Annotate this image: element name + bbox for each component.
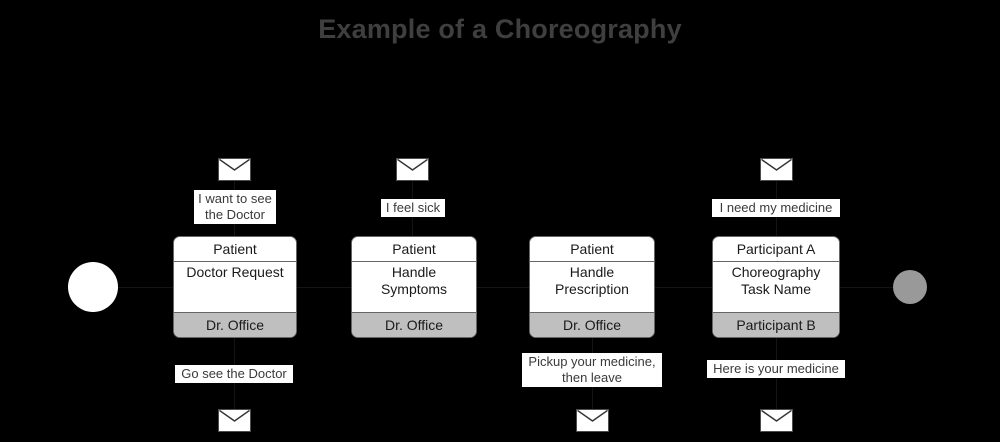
- envelope-icon[interactable]: [218, 409, 251, 432]
- task-name: Doctor Request: [186, 264, 284, 280]
- message-label-bottom-1: Go see the Doctor: [175, 365, 293, 383]
- task-name: Handle Prescription: [555, 264, 629, 297]
- message-label-top-3: I need my medicine: [712, 199, 840, 217]
- envelope-icon[interactable]: [760, 158, 793, 181]
- end-event[interactable]: [893, 270, 927, 304]
- task-body: Handle Symptoms: [352, 262, 476, 312]
- task-name: Choreography Task Name: [731, 264, 821, 297]
- task-body: Choreography Task Name: [713, 262, 839, 312]
- sequence-flow-task2-to-task3: [477, 287, 529, 288]
- task-bottom-participant: Dr. Office: [174, 312, 296, 337]
- sequence-flow-start-to-task1: [118, 287, 173, 288]
- task-top-participant: Patient: [530, 237, 654, 262]
- task-body: Doctor Request: [174, 262, 296, 312]
- choreography-task[interactable]: Patient Doctor Request Dr. Office: [173, 236, 297, 338]
- sequence-flow-task1-to-task2: [297, 287, 351, 288]
- message-label-top-2: I feel sick: [381, 199, 445, 217]
- sequence-flow-task4-to-end: [840, 287, 893, 288]
- envelope-icon[interactable]: [576, 409, 609, 432]
- task-top-participant: Patient: [352, 237, 476, 262]
- message-label-top-1: I want to see the Doctor: [194, 190, 276, 224]
- envelope-icon[interactable]: [396, 158, 429, 181]
- start-event[interactable]: [68, 262, 118, 312]
- choreography-task[interactable]: Patient Handle Prescription Dr. Office: [529, 236, 655, 338]
- task-bottom-participant: Dr. Office: [352, 312, 476, 337]
- task-bottom-participant: Participant B: [713, 312, 839, 337]
- sequence-flow-task3-to-task4: [655, 287, 712, 288]
- task-top-participant: Participant A: [713, 237, 839, 262]
- task-bottom-participant: Dr. Office: [530, 312, 654, 337]
- envelope-icon[interactable]: [218, 158, 251, 181]
- envelope-icon[interactable]: [760, 409, 793, 432]
- task-body: Handle Prescription: [530, 262, 654, 312]
- message-label-bottom-3: Here is your medicine: [707, 360, 845, 378]
- task-top-participant: Patient: [174, 237, 296, 262]
- task-name: Handle Symptoms: [380, 264, 448, 297]
- choreography-task[interactable]: Patient Handle Symptoms Dr. Office: [351, 236, 477, 338]
- message-label-bottom-2: Pickup your medicine, then leave: [522, 353, 662, 387]
- choreography-task[interactable]: Participant A Choreography Task Name Par…: [712, 236, 840, 338]
- page-title: Example of a Choreography: [318, 14, 682, 44]
